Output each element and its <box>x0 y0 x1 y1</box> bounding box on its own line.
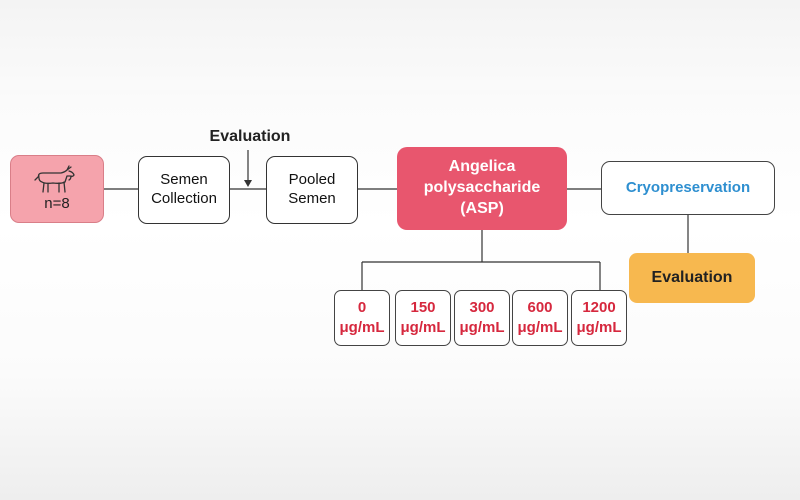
dose-box-150: 150 μg/mL <box>395 290 451 346</box>
pooled-semen-box: Pooled Semen <box>266 156 358 224</box>
asp-line3: (ASP) <box>460 199 504 217</box>
cryopreservation-label: Cryopreservation <box>625 178 751 196</box>
goat-sample-box: n=8 <box>10 155 104 223</box>
dose-value: 300 <box>469 298 495 316</box>
evaluation-label-bottom: Evaluation <box>651 269 733 286</box>
dose-unit: μg/mL <box>339 319 385 336</box>
evaluation-label-top: Evaluation <box>209 128 291 145</box>
dose-value: 150 <box>410 298 436 316</box>
dose-unit: μg/mL <box>400 319 446 336</box>
dose-unit: μg/mL <box>576 319 622 336</box>
dose-value: 600 <box>527 298 553 316</box>
dose-value: 1200 <box>582 298 616 316</box>
asp-line1: Angelica <box>448 158 516 176</box>
asp-treatment-box: Angelica polysaccharide (ASP) <box>397 147 567 230</box>
pooled-semen-line1: Pooled <box>288 171 336 189</box>
dose-box-1200: 1200 μg/mL <box>571 290 627 346</box>
dose-box-0: 0 μg/mL <box>334 290 390 346</box>
dose-unit: μg/mL <box>517 319 563 336</box>
semen-collection-line2: Collection <box>151 190 217 207</box>
dose-value: 0 <box>357 298 367 316</box>
cryopreservation-box: Cryopreservation <box>601 161 775 215</box>
asp-line2: polysaccharide <box>423 179 541 197</box>
goat-icon <box>33 164 81 194</box>
dose-box-600: 600 μg/mL <box>512 290 568 346</box>
dose-unit: μg/mL <box>459 319 505 336</box>
dose-box-300: 300 μg/mL <box>454 290 510 346</box>
evaluation-arrow-head <box>244 180 252 187</box>
evaluation-box-bottom: Evaluation <box>629 253 755 303</box>
semen-collection-box: Semen Collection <box>138 156 230 224</box>
semen-collection-line1: Semen <box>160 171 208 189</box>
pooled-semen-line2: Semen <box>288 190 336 207</box>
sample-count: n=8 <box>44 195 70 213</box>
